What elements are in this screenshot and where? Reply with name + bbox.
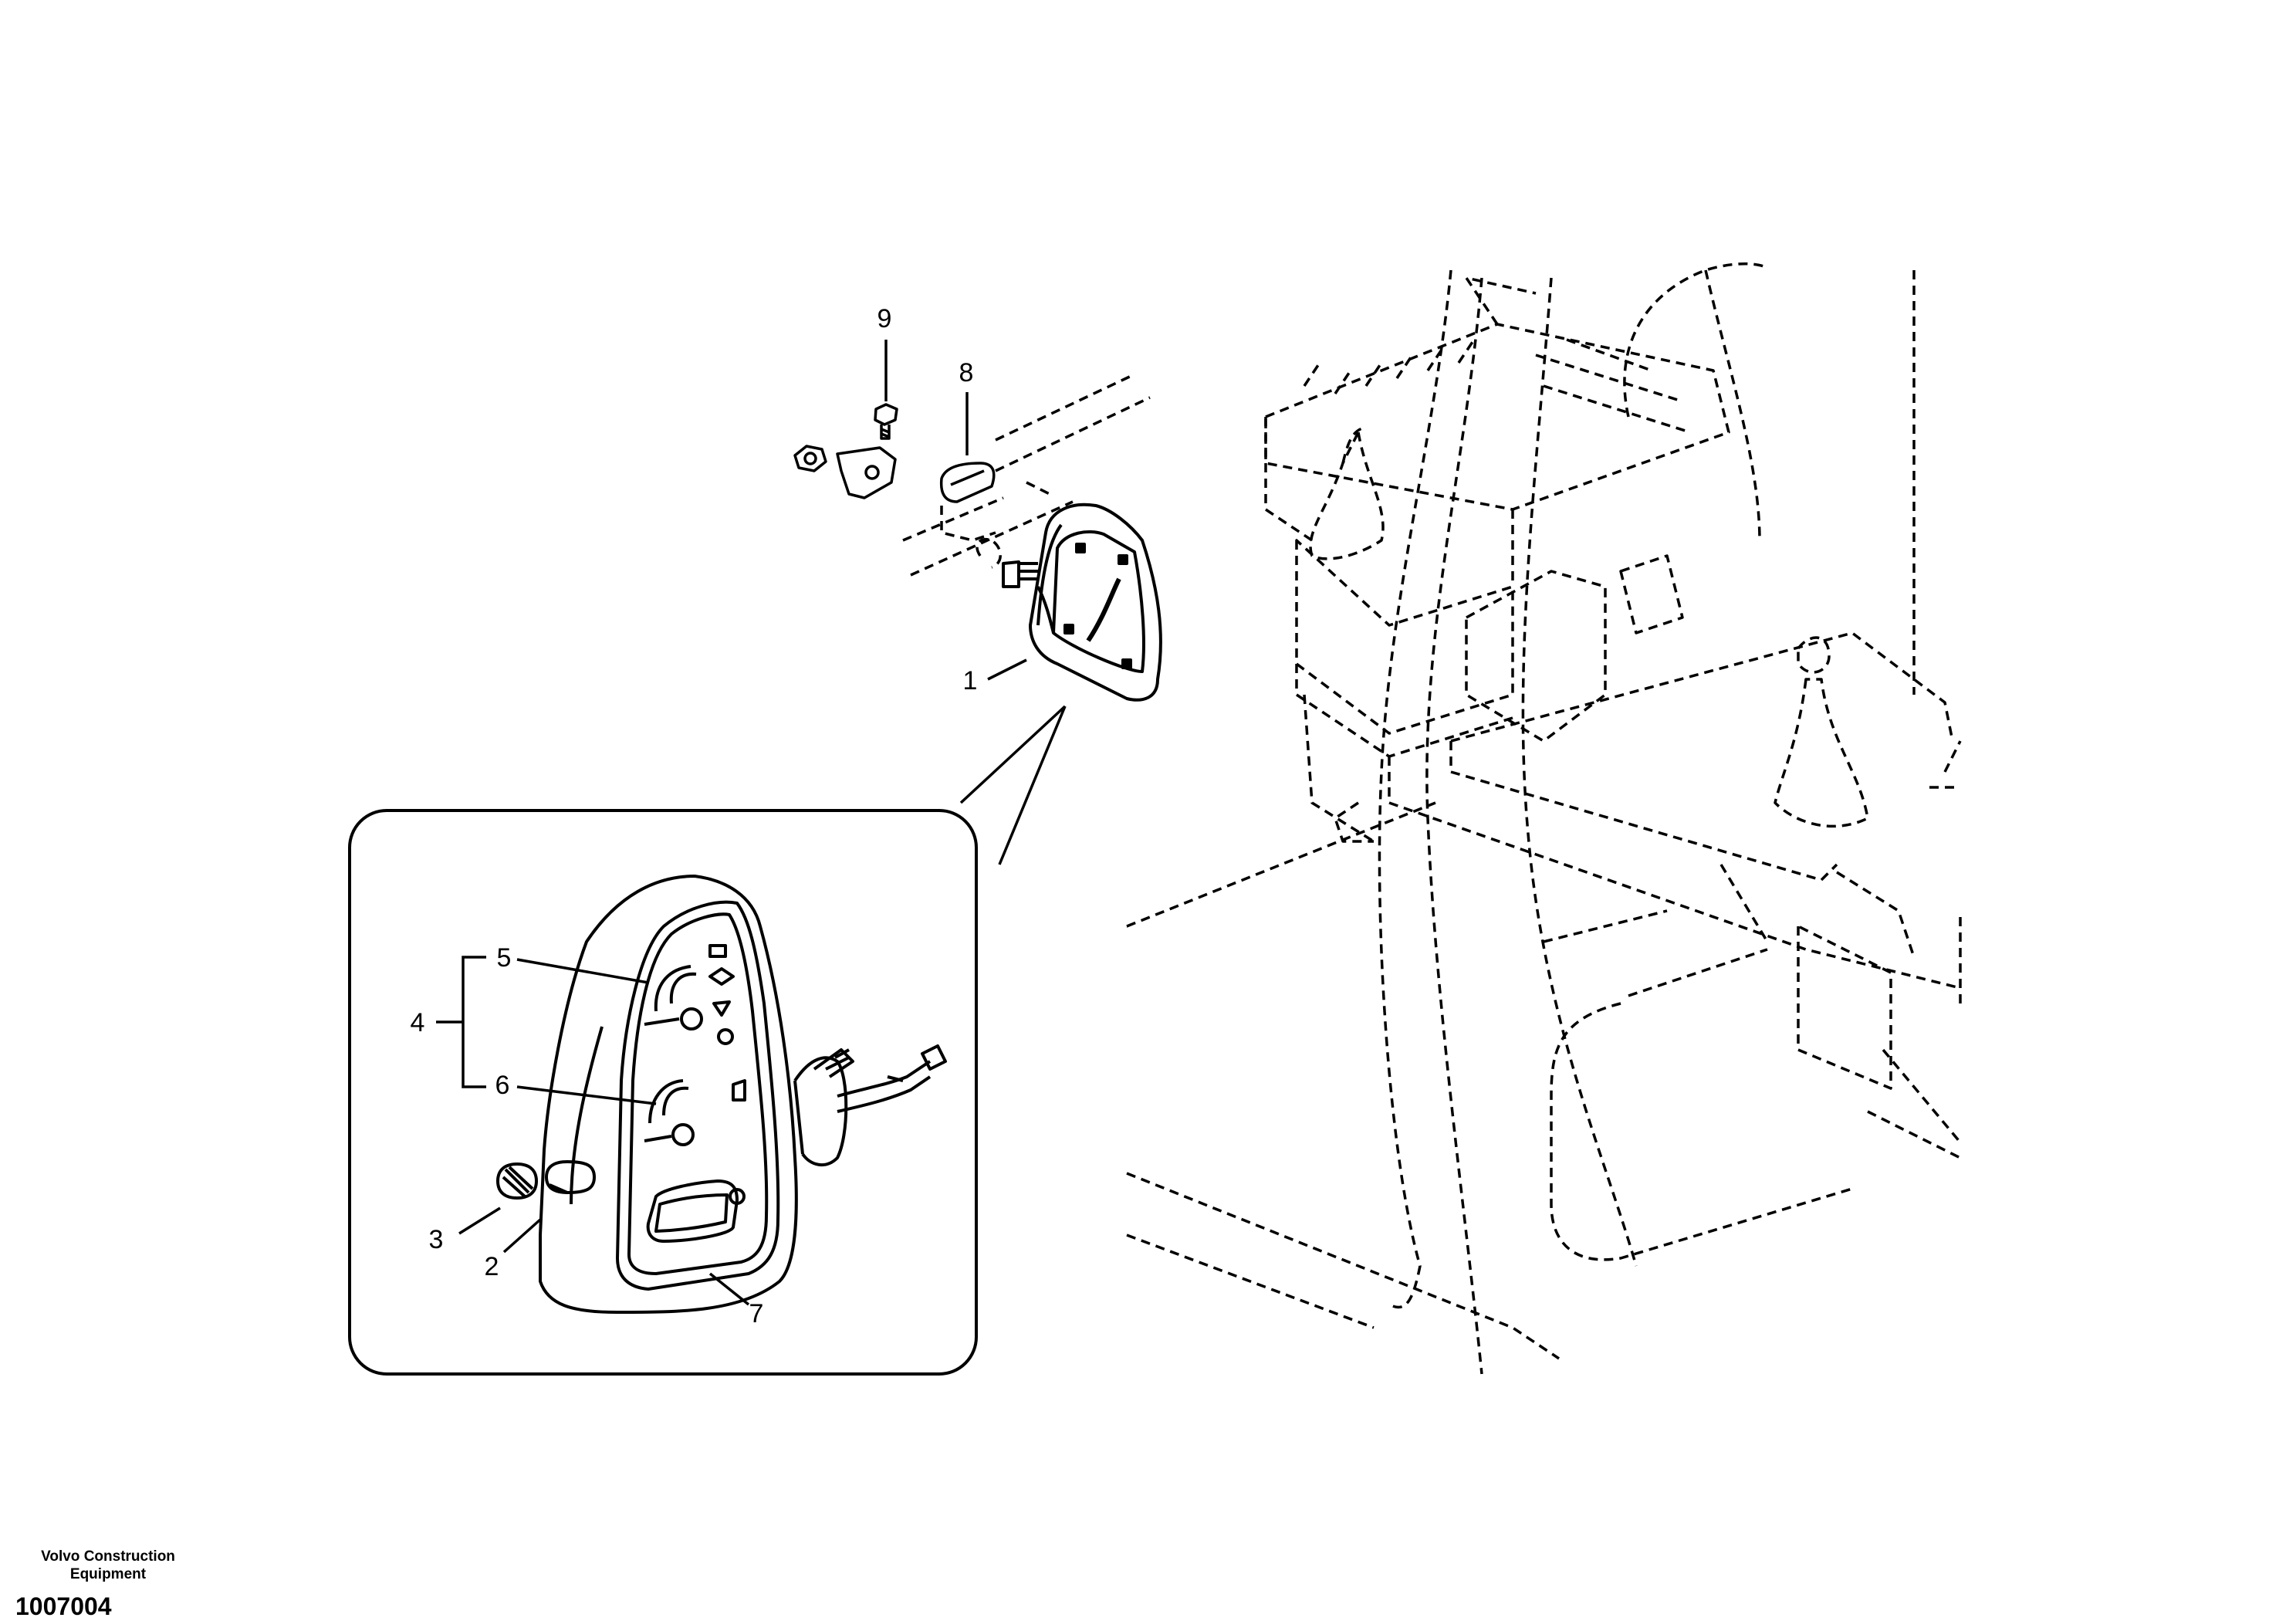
callout-4: 4 — [411, 1008, 425, 1037]
bracket-and-fasteners — [793, 403, 996, 503]
leader-lines — [436, 340, 1067, 1306]
callout-7: 7 — [749, 1299, 764, 1328]
monitor-enlarged — [496, 875, 947, 1314]
footer: Volvo Construction Equipment 1007004 — [15, 1548, 201, 1621]
callout-9: 9 — [877, 304, 892, 333]
company-name-line1: Volvo Construction — [41, 1548, 175, 1565]
monitor-small — [1002, 503, 1162, 702]
callout-3: 3 — [429, 1225, 444, 1254]
cab-outline-dashed — [1126, 262, 1962, 1375]
callout-2: 2 — [485, 1252, 499, 1281]
document-number: 1007004 — [15, 1592, 112, 1620]
callout-8: 8 — [959, 358, 974, 387]
callout-1: 1 — [963, 666, 978, 695]
callout-labels: 9 8 1 5 4 6 3 2 7 — [411, 304, 978, 1328]
callout-5: 5 — [497, 943, 512, 973]
detail-inset-frame — [348, 809, 978, 1376]
mounting-rails-dashed — [902, 373, 1151, 577]
company-name-line2: Equipment — [69, 1566, 147, 1582]
callout-6: 6 — [495, 1071, 510, 1100]
